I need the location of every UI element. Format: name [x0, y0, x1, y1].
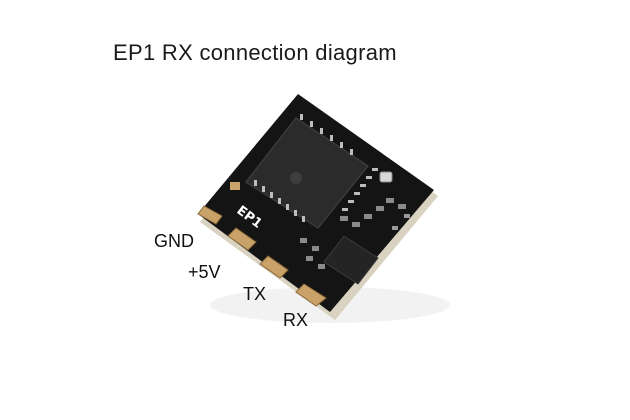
smd-components: [230, 182, 410, 269]
chip-logo: [290, 172, 302, 184]
diagram-title: EP1 RX connection diagram: [113, 40, 397, 65]
mcu-chip-pins: [254, 114, 378, 222]
pad-tx: [259, 255, 289, 279]
pin-label-tx: TX: [243, 284, 267, 304]
solder-pads: [197, 205, 327, 307]
pad-gnd: [197, 205, 223, 225]
pin-label-5v: +5V: [188, 262, 221, 282]
pad-rx: [295, 283, 327, 307]
pad-5v: [227, 227, 257, 251]
pin-label-rx: RX: [283, 310, 309, 330]
rf-chip: [323, 235, 379, 285]
status-led: [379, 171, 393, 183]
mcu-chip: [244, 116, 370, 229]
pin-label-gnd: GND: [154, 231, 194, 251]
